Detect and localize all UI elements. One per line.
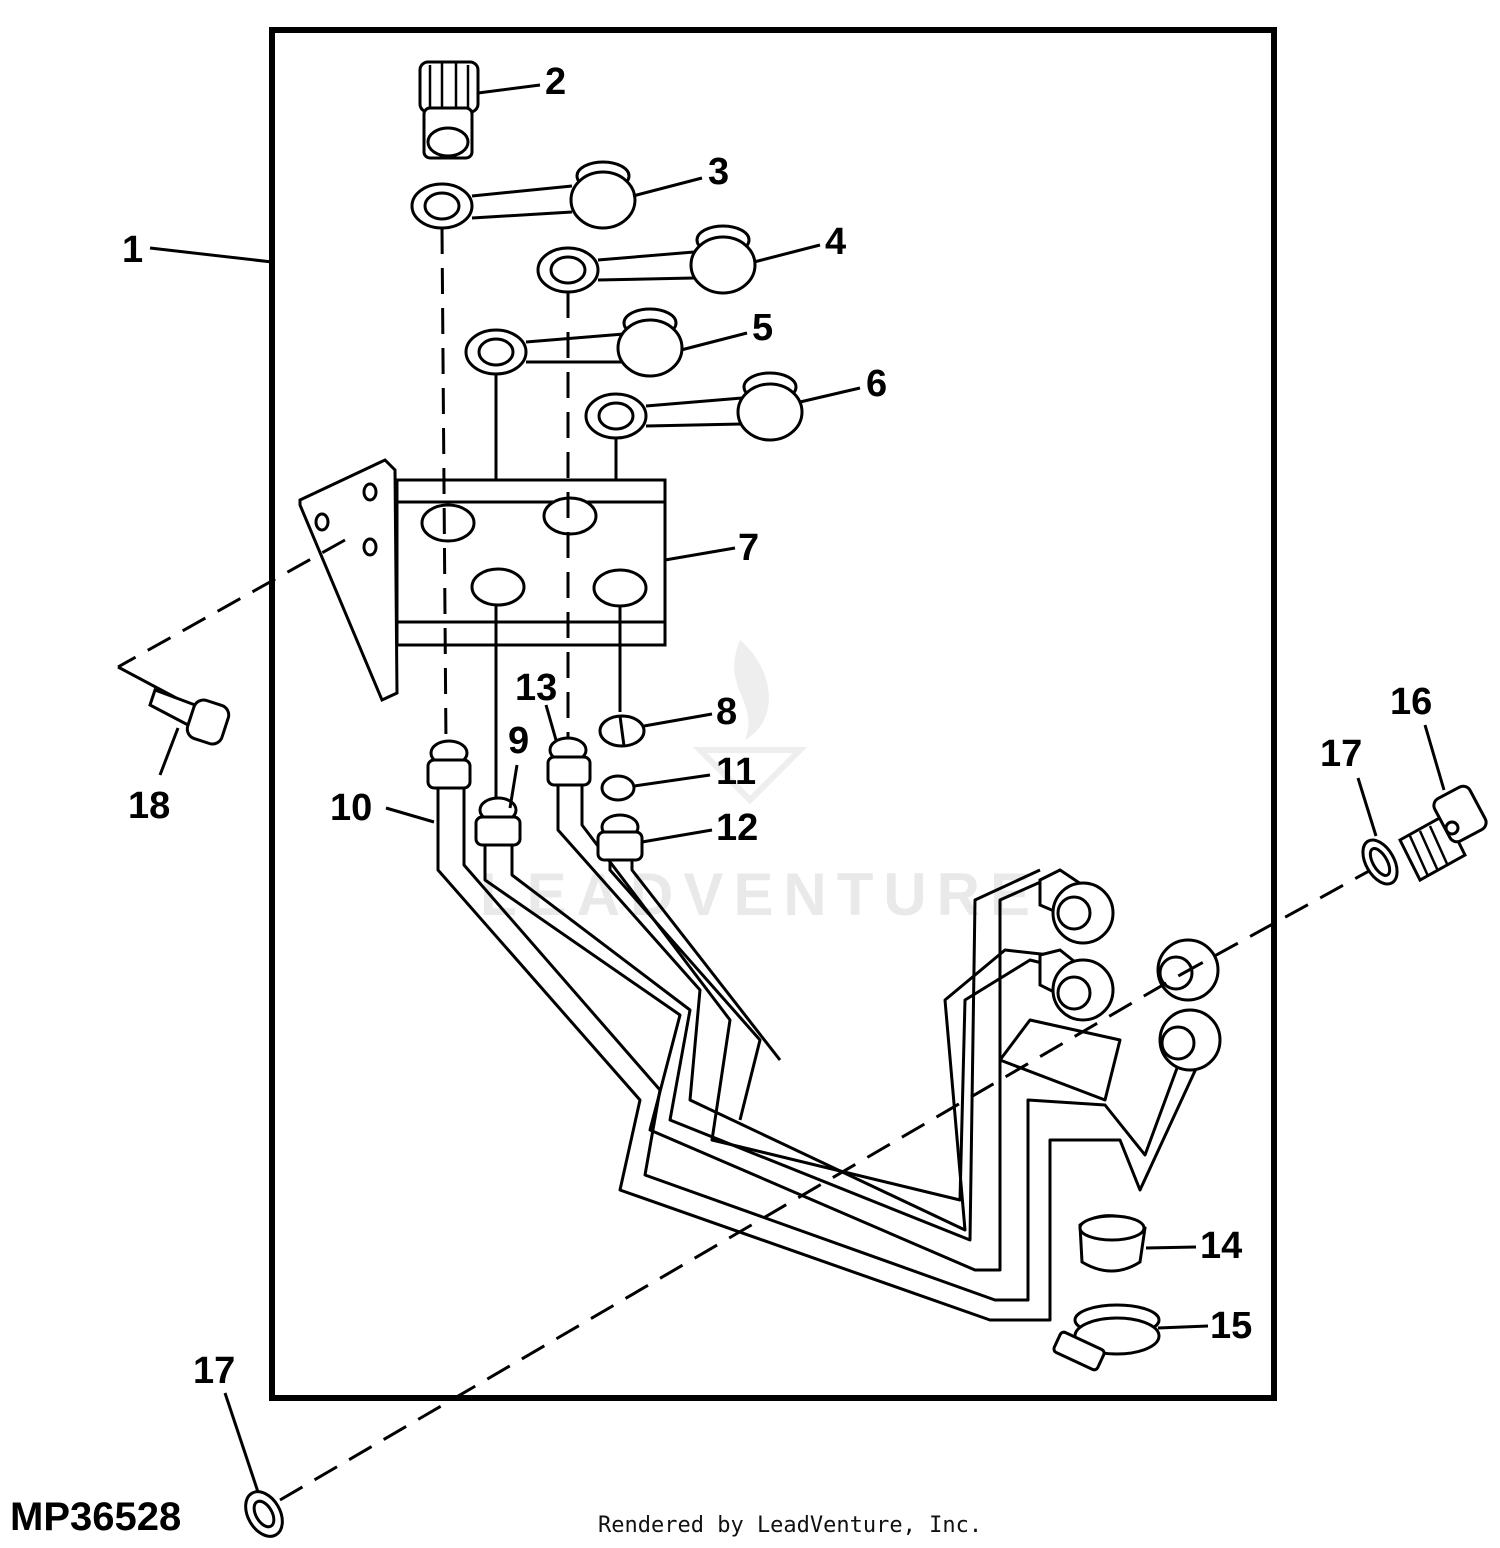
dust-cap-part-6: [584, 371, 804, 442]
callout-4: 4: [825, 221, 846, 263]
callout-12: 12: [716, 807, 758, 849]
render-credit: Rendered by LeadVenture, Inc.: [598, 1513, 982, 1538]
dust-cap-part-5: [464, 307, 684, 378]
bracket-part-7: [298, 458, 667, 703]
knob-part-14: [1078, 1214, 1147, 1273]
callout-8: 8: [716, 691, 737, 733]
banjo-bolt-alignment: [279, 863, 1381, 1502]
banjo-bolt-part-16: [1398, 784, 1488, 883]
callout-17-left: 17: [193, 1350, 235, 1392]
watermark-text: LEADVENTURE: [480, 861, 1040, 928]
coupler-part-2: [418, 60, 480, 160]
fitting-part-12: [596, 813, 644, 862]
callout-14: 14: [1200, 1225, 1242, 1267]
callout-17-right: 17: [1320, 733, 1362, 775]
callout-7: 7: [738, 527, 759, 569]
washer-part-17-right: [1361, 838, 1399, 886]
kit-frame: [269, 27, 1277, 1401]
fitting-part-9: [474, 796, 522, 847]
callout-15: 15: [1210, 1305, 1252, 1347]
callout-13: 13: [515, 667, 557, 709]
figure-id: MP36528: [10, 1495, 181, 1539]
callout-10: 10: [330, 787, 372, 829]
banjo-fittings: [1038, 868, 1222, 1072]
fitting-part-13: [546, 736, 592, 787]
hydraulic-tubes: [436, 770, 1202, 1322]
callout-18: 18: [128, 785, 170, 827]
leader-lines: [149, 83, 1446, 1493]
callout-3: 3: [708, 151, 729, 193]
callout-6: 6: [866, 363, 887, 405]
snap-ring-part-8: [598, 714, 646, 748]
watermark: LEADVENTURE: [480, 640, 1040, 928]
callout-16: 16: [1390, 681, 1432, 723]
fitting-part-10: [426, 739, 472, 790]
dust-cap-part-3: [410, 160, 637, 230]
dust-cap-part-4: [536, 224, 757, 295]
callout-2: 2: [545, 61, 566, 103]
callout-labels: 1 2 3 4 5 6 7 8 9 10 11 12 13 14 15 16 1…: [122, 61, 1432, 1392]
callout-5: 5: [752, 307, 773, 349]
callout-11: 11: [716, 751, 756, 793]
o-ring-part-11: [600, 774, 636, 802]
bolt-part-18: [148, 688, 231, 746]
hose-clamp-part-15: [1052, 1303, 1161, 1372]
callout-1: 1: [122, 229, 143, 271]
tube-fittings: [426, 736, 644, 862]
washer-part-17-left: [244, 1490, 284, 1538]
callout-9: 9: [508, 720, 529, 762]
